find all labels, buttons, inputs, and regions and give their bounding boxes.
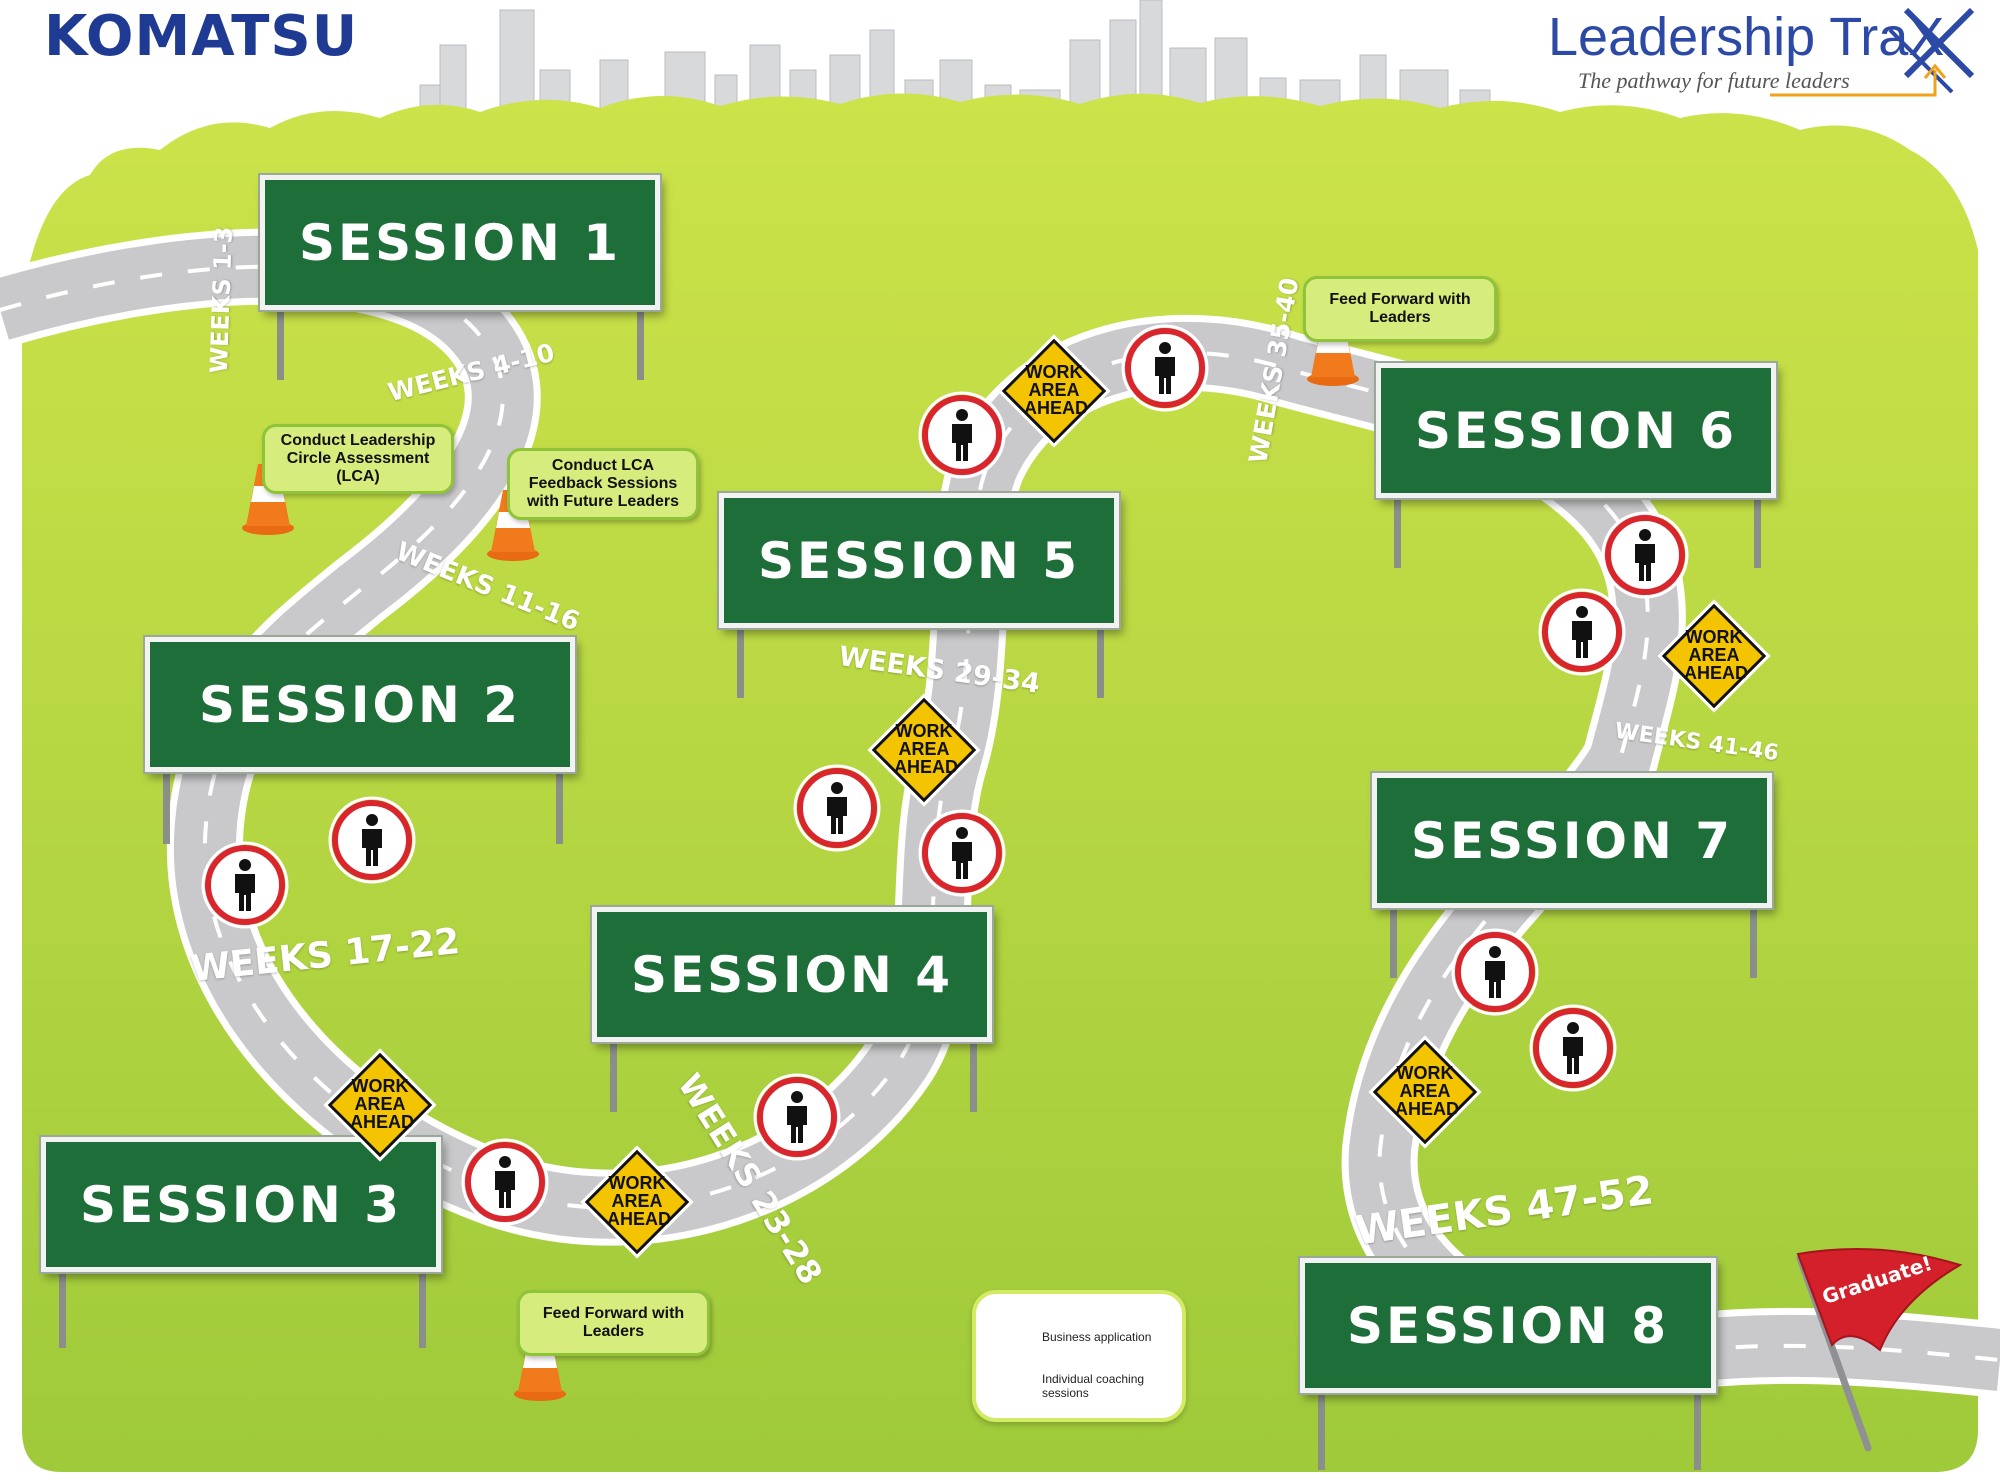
work-area-sign-text: WORK AREA AHEAD	[894, 721, 959, 777]
legend-business-label: Business application	[1042, 1330, 1152, 1344]
company-logo: KOMATSU	[44, 4, 359, 69]
coaching-sign	[1531, 1006, 1615, 1090]
program-brand: Leadership TraX The pathway for future l…	[1548, 6, 1968, 93]
coaching-sign	[920, 393, 1004, 477]
session-3-sign: SESSION 3	[41, 1137, 441, 1272]
work-area-sign-text: WORK AREA AHEAD	[350, 1076, 415, 1132]
coaching-sign	[920, 811, 1004, 895]
week-label: WEEKS 1-3	[204, 226, 238, 374]
sign-post	[1754, 488, 1761, 568]
legend-coaching: Individual coaching sessions	[1042, 1372, 1172, 1400]
coaching-sign	[330, 798, 414, 882]
sign-post	[737, 618, 744, 698]
session-2-sign: SESSION 2	[145, 637, 575, 772]
session-6-sign: SESSION 6	[1376, 363, 1776, 498]
work-area-sign: WORK AREA AHEAD	[867, 693, 981, 807]
session-4-sign: SESSION 4	[592, 907, 992, 1042]
coaching-sign	[463, 1140, 547, 1224]
sign-post	[1097, 618, 1104, 698]
sign-post	[556, 762, 563, 844]
coaching-sign	[203, 843, 287, 927]
sign-post	[163, 762, 170, 844]
work-area-sign: WORK AREA AHEAD	[1368, 1035, 1482, 1149]
work-area-sign-text: WORK AREA AHEAD	[607, 1173, 672, 1229]
sign-post	[59, 1262, 66, 1348]
work-area-sign-text: WORK AREA AHEAD	[1395, 1063, 1460, 1119]
sign-post	[610, 1032, 617, 1112]
work-area-sign: WORK AREA AHEAD	[997, 334, 1111, 448]
sign-post	[1750, 898, 1757, 978]
coaching-sign	[1123, 326, 1207, 410]
trax-x-mark-icon	[1770, 7, 1975, 97]
milestone-lca-feedback: Conduct LCA Feedback Sessions with Futur…	[507, 448, 699, 520]
session-5-sign: SESSION 5	[719, 493, 1119, 628]
sign-post	[637, 300, 644, 380]
sign-post	[419, 1262, 426, 1348]
coaching-sign	[1453, 930, 1537, 1014]
session-1-sign: SESSION 1	[260, 175, 660, 310]
sign-post	[1318, 1378, 1325, 1470]
milestone-feed-forward: Feed Forward with Leaders	[1303, 276, 1497, 342]
sign-post	[1390, 898, 1397, 978]
legend-business: Business application	[1042, 1330, 1172, 1344]
coaching-sign	[795, 766, 879, 850]
sign-post	[970, 1032, 977, 1112]
session-8-sign: SESSION 8	[1300, 1258, 1716, 1393]
milestone-lca: Conduct Leadership Circle Assessment (LC…	[262, 424, 454, 494]
work-area-sign-text: WORK AREA AHEAD	[1024, 362, 1089, 418]
coaching-sign	[1603, 513, 1687, 597]
coaching-sign	[1540, 590, 1624, 674]
program-title: Leadership TraX	[1548, 7, 1945, 67]
coaching-sign	[755, 1075, 839, 1159]
sign-post	[277, 300, 284, 380]
work-area-sign: WORK AREA AHEAD	[323, 1048, 437, 1162]
legend-coaching-label: Individual coaching sessions	[1042, 1372, 1145, 1400]
work-area-sign: WORK AREA AHEAD	[1657, 599, 1771, 713]
sign-post	[1394, 488, 1401, 568]
graduate-flag-icon	[1796, 1248, 1963, 1452]
legend: Business application Individual coaching…	[972, 1290, 1186, 1422]
sign-post	[1694, 1378, 1701, 1470]
work-area-sign-text: WORK AREA AHEAD	[1684, 627, 1749, 683]
session-7-sign: SESSION 7	[1372, 773, 1772, 908]
milestone-feed-forward: Feed Forward with Leaders	[517, 1290, 710, 1356]
program-tagline: The pathway for future leaders	[1578, 68, 1850, 93]
work-area-sign: WORK AREA AHEAD	[580, 1145, 694, 1259]
